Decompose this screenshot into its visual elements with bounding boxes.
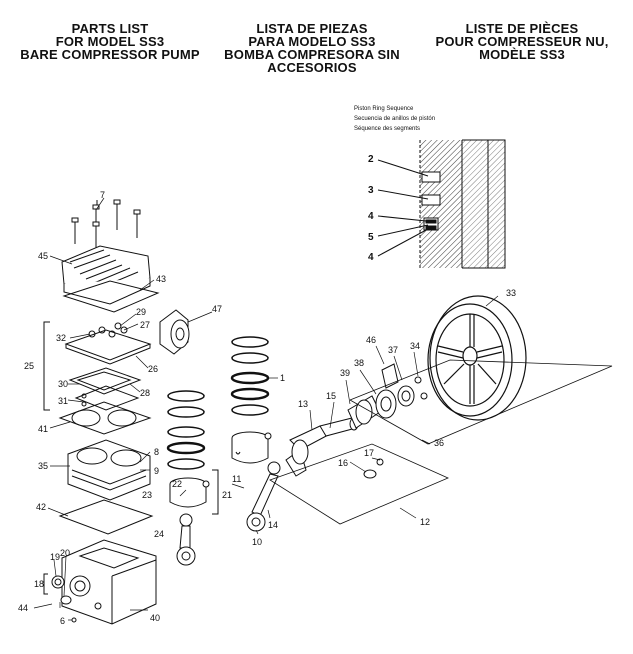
crankshaft: [285, 417, 359, 477]
bracket-25: [43, 321, 50, 411]
callout-28: 28: [140, 388, 150, 398]
callout-22: 22: [172, 479, 182, 489]
callout-27: 27: [140, 320, 150, 330]
title-es-line-3: BOMBA COMPRESORA SIN: [224, 47, 400, 62]
callout-41: 41: [38, 424, 48, 434]
callout-33: 33: [506, 288, 516, 298]
ring-legend-fr: Séquence des segments: [354, 126, 421, 132]
callout-45: 45: [38, 251, 48, 261]
title-fr-line-3: MODÈLE SS3: [479, 47, 565, 62]
title-spanish: LISTA DE PIEZAS PARA MODELO SS3 BOMBA CO…: [212, 22, 412, 74]
leader-lines: [33, 197, 499, 621]
callout-17: 17: [364, 448, 374, 458]
bracket-21: [212, 469, 219, 515]
callout-6: 6: [60, 616, 65, 626]
callout-9: 9: [154, 466, 159, 476]
oil-seal: [397, 385, 415, 407]
crankcase: [61, 539, 157, 625]
head-gasket: [62, 280, 160, 313]
flywheel-pulley: [427, 295, 527, 421]
title-french: LISTE DE PIÈCES POUR COMPRESSEUR NU, MOD…: [412, 22, 632, 61]
crankcase-gasket: [58, 499, 154, 535]
callout-32: 32: [56, 333, 66, 343]
callout-1: 1: [280, 373, 285, 383]
bearing-cover: [375, 389, 397, 419]
title-fr-line-2: POUR COMPRESSEUR NU,: [435, 34, 609, 49]
title-es-line-1: LISTA DE PIEZAS: [256, 21, 368, 36]
ring-label-3: 3: [368, 185, 374, 196]
callout-10: 10: [252, 537, 262, 547]
cylinder-head: [61, 245, 151, 305]
callout-7: 7: [100, 190, 105, 200]
ring-label-4b: 4: [368, 252, 374, 263]
callout-25: 25: [24, 361, 34, 371]
piston-ring-set-1: [230, 336, 270, 416]
assembly-outline: [269, 359, 613, 525]
callout-15: 15: [326, 391, 336, 401]
key-washer: [363, 458, 384, 479]
callout-46: 46: [366, 335, 376, 345]
connecting-rod-1: [246, 461, 281, 532]
title-fr-line-1: LISTE DE PIÈCES: [465, 21, 579, 36]
title-en-line-1: PARTS LIST: [71, 21, 149, 36]
callout-8: 8: [154, 447, 159, 457]
callout-37: 37: [388, 345, 398, 355]
callout-16: 16: [338, 458, 348, 468]
callout-12: 12: [420, 517, 430, 527]
cylinder-block: [67, 439, 151, 501]
callout-13: 13: [298, 399, 308, 409]
title-en-line-3: BARE COMPRESSOR PUMP: [20, 47, 200, 62]
piston-1: [231, 431, 272, 464]
callout-43: 43: [156, 274, 166, 284]
title-es-line-4: ACCESORIOS: [267, 60, 357, 75]
callout-36: 36: [434, 438, 444, 448]
callout-23: 23: [142, 490, 152, 500]
callout-31: 31: [58, 396, 68, 406]
ring-sequence-inset: [377, 139, 506, 269]
callout-26: 26: [148, 364, 158, 374]
ring-label-4a: 4: [368, 211, 374, 222]
title-english: PARTS LIST FOR MODEL SS3 BARE COMPRESSOR…: [10, 22, 210, 61]
ring-label-5: 5: [368, 232, 374, 243]
screw-34: [414, 376, 422, 384]
callout-42: 42: [36, 502, 46, 512]
sight-glass: [51, 575, 65, 589]
callout-44: 44: [18, 603, 28, 613]
screw-36: [420, 392, 428, 400]
cylinder-gasket: [58, 401, 152, 435]
ring-legend-en: Piston Ring Sequence: [354, 106, 414, 112]
callout-38: 38: [354, 358, 364, 368]
ring-legend-es: Secuencia de anillos de pistón: [354, 116, 436, 122]
callout-11: 11: [232, 474, 241, 484]
callout-24: 24: [154, 529, 164, 539]
drain-plug: [71, 617, 77, 623]
bracket-18: [43, 573, 48, 595]
callout-30: 30: [58, 379, 68, 389]
breather-plug: [60, 595, 72, 605]
callout-21: 21: [222, 490, 232, 500]
connecting-rod-2: [176, 513, 196, 566]
callout-34: 34: [410, 341, 420, 351]
head-bolts: [71, 199, 141, 252]
callout-14: 14: [268, 520, 278, 530]
air-filter: [159, 309, 190, 355]
piston-ring-legend: Piston Ring Sequence Secuencia de anillo…: [354, 104, 435, 134]
callout-19: 19: [50, 552, 60, 562]
callout-39: 39: [340, 368, 350, 378]
callout-29: 29: [136, 307, 146, 317]
title-es-line-2: PARA MODELO SS3: [248, 34, 376, 49]
callout-40: 40: [150, 613, 160, 623]
callout-18: 18: [34, 579, 44, 589]
callout-20: 20: [60, 548, 70, 558]
callout-35: 35: [38, 461, 48, 471]
title-en-line-2: FOR MODEL SS3: [55, 34, 165, 49]
valve-plate-assembly: [64, 322, 152, 411]
ring-label-2: 2: [368, 154, 374, 165]
callout-47: 47: [212, 304, 222, 314]
piston-2: [169, 477, 210, 508]
piston-ring-set-2: [166, 390, 206, 470]
